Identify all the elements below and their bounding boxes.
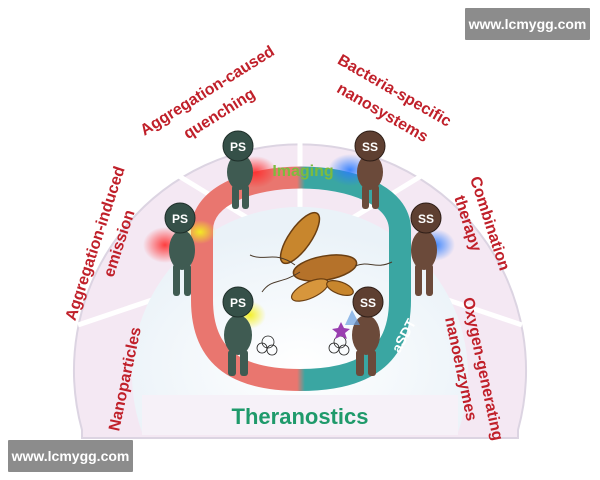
ss-label-right: SS [418,212,434,226]
ps-label-bottom: PS [230,296,246,310]
watermark-top: www.lcmygg.com [465,8,590,40]
ss-label-top: SS [362,140,378,154]
ps-label-top: PS [230,140,246,154]
ps-label-left: PS [172,212,188,226]
watermark-bottom: www.lcmygg.com [8,440,133,472]
theranostics-label: Theranostics [232,404,369,429]
imaging-label: Imaging [272,163,333,180]
ss-label-bottom: SS [360,296,376,310]
